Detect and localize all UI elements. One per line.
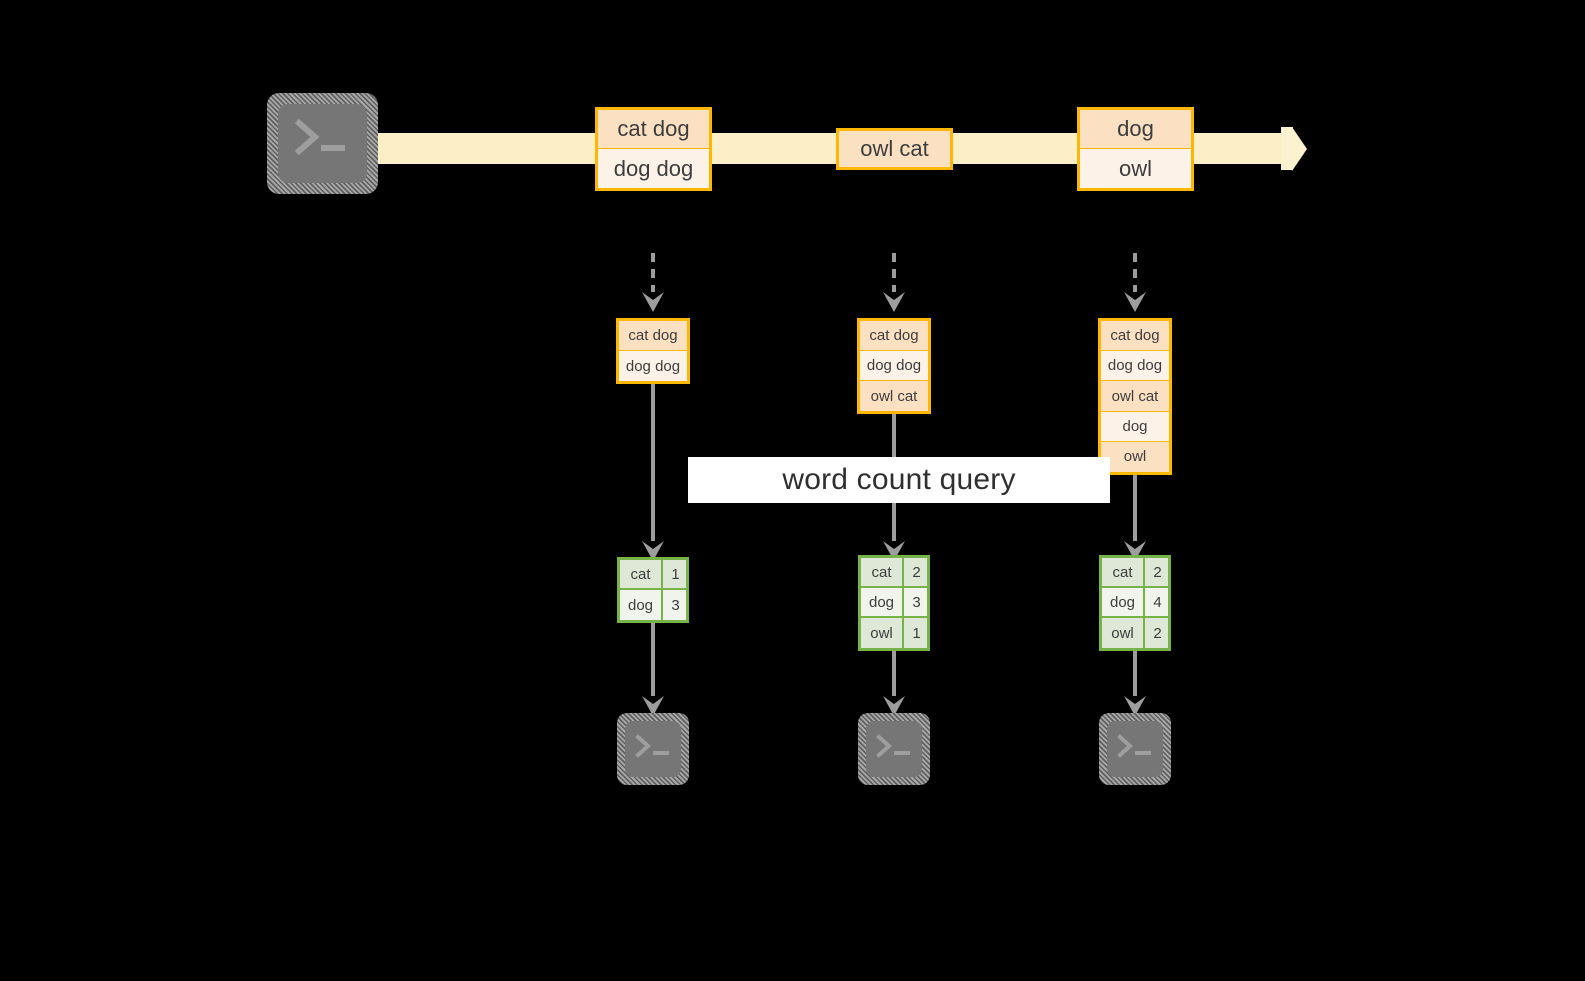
result-count: 3 [663,590,686,620]
result-count: 3 [904,588,927,616]
terminal-body [1107,721,1163,777]
table-row: cat 1 [620,560,686,590]
result-word: cat [1102,558,1145,586]
query-arrow-head-1 [642,541,664,561]
snapshot-line: owl [1101,441,1169,472]
snapshot-box-3: cat dog dog dog owl cat dog owl [1098,318,1172,475]
snapshot-tap-arrowhead-3 [1124,292,1146,312]
snapshot-tap-line-2 [892,253,896,295]
terminal-prompt-glyph [876,734,910,758]
table-row: dog 3 [861,588,927,618]
snapshot-line: cat dog [619,321,687,351]
stream-band-head-fill [1281,127,1293,170]
terminal-prompt-glyph [1117,734,1151,758]
stream-record-3: dog owl [1077,107,1194,191]
output-arrow-line-2 [892,651,896,703]
output-arrow-line-3 [1133,651,1137,703]
snapshot-tap-arrowhead-1 [642,292,664,312]
result-table-2: cat 2 dog 3 owl 1 [858,555,930,651]
stream-record-2: owl cat [836,128,953,170]
result-table-1: cat 1 dog 3 [617,557,689,623]
snapshot-line: dog dog [860,351,928,381]
table-row: owl 1 [861,618,927,648]
terminal-prompt-glyph [294,118,345,156]
result-count: 4 [1145,588,1168,616]
query-arrow-line-3 [1133,475,1137,548]
result-word: dog [861,588,904,616]
table-row: cat 2 [1102,558,1168,588]
result-count: 1 [904,618,927,648]
sink-terminal-icon-3 [1099,713,1171,785]
terminal-body [278,104,367,183]
snapshot-line: cat dog [1101,321,1169,352]
snapshot-box-2: cat dog dog dog owl cat [857,318,931,414]
result-word: cat [861,558,904,586]
result-count: 2 [1145,618,1168,648]
table-row: owl 2 [1102,618,1168,648]
snapshot-line: owl cat [860,381,928,411]
sink-terminal-icon-1 [617,713,689,785]
snapshot-line: owl cat [1101,381,1169,412]
query-label-band: word count query [688,457,1110,503]
terminal-body [625,721,681,777]
result-word: dog [1102,588,1145,616]
result-count: 1 [663,560,686,588]
output-arrow-line-1 [651,623,655,703]
result-count: 2 [1145,558,1168,586]
snapshot-line: cat dog [860,321,928,351]
snapshot-tap-line-3 [1133,253,1137,295]
snapshot-line: dog dog [1101,351,1169,382]
terminal-body [866,721,922,777]
snapshot-tap-line-1 [651,253,655,295]
result-word: owl [861,618,904,648]
snapshot-box-1: cat dog dog dog [616,318,690,384]
result-count: 2 [904,558,927,586]
snapshot-line: dog dog [619,351,687,381]
table-row: dog 4 [1102,588,1168,618]
snapshot-tap-arrowhead-2 [883,292,905,312]
stream-record-1: cat dog dog dog [595,107,712,191]
query-label-text: word count query [782,463,1016,496]
source-terminal-icon [267,93,378,194]
result-word: dog [620,590,663,620]
query-arrow-line-1 [651,384,655,548]
stream-record-line: dog dog [598,149,709,188]
table-row: cat 2 [861,558,927,588]
output-arrow-head-1 [642,696,664,716]
terminal-prompt-glyph [635,734,669,758]
stream-record-line: owl [1080,149,1191,188]
stream-arrow-head [1292,127,1307,171]
result-word: cat [620,560,663,588]
output-arrow-head-2 [883,696,905,716]
table-row: dog 3 [620,590,686,620]
sink-terminal-icon-2 [858,713,930,785]
result-word: owl [1102,618,1145,648]
stream-record-line: dog [1080,110,1191,149]
snapshot-line: dog [1101,411,1169,442]
output-arrow-head-3 [1124,696,1146,716]
stream-record-line: owl cat [839,131,950,167]
result-table-3: cat 2 dog 4 owl 2 [1099,555,1171,651]
stream-record-line: cat dog [598,110,709,149]
